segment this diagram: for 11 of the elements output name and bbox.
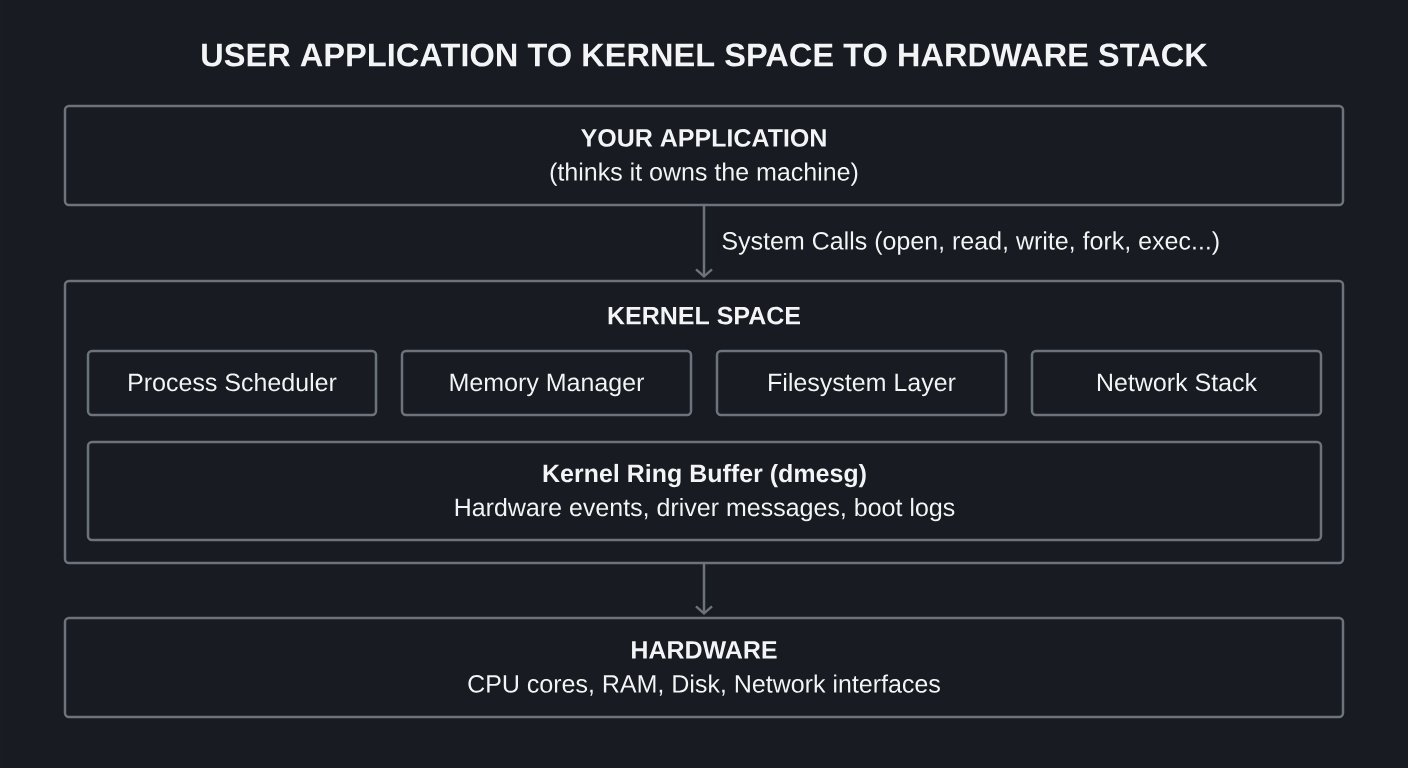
edge-label: System Calls (open, read, write, fork, exec...) bbox=[719, 229, 1223, 257]
module-box: Filesystem Layer bbox=[715, 349, 1008, 417]
arrow bbox=[695, 561, 713, 615]
application-box: YOUR APPLICATION (thinks it owns the machine) bbox=[63, 104, 1345, 207]
module-box: Network Stack bbox=[1030, 349, 1323, 417]
module-box: Memory Manager bbox=[400, 349, 693, 417]
arrow bbox=[695, 203, 713, 278]
module-box: Process Scheduler bbox=[86, 349, 378, 417]
ring-buffer-box: Kernel Ring Buffer (dmesg) Hardware events, driver messages, boot logs bbox=[86, 440, 1323, 542]
hardware-box: HARDWARE CPU cores, RAM, Disk, Network interfaces bbox=[63, 616, 1345, 719]
title: USER APPLICATION TO KERNEL SPACE TO HARDWARE STACK bbox=[202, 43, 1208, 67]
